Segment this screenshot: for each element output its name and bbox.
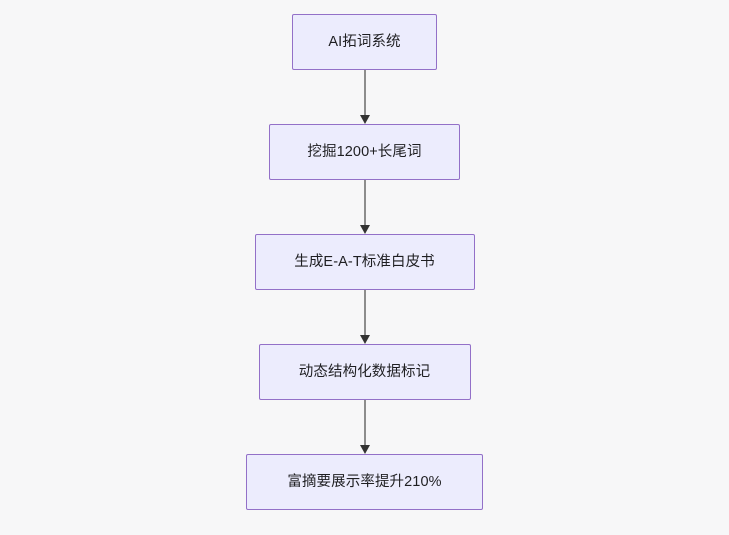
flow-node-rich-snippet-rate-increase[interactable]: 富摘要展示率提升210% — [246, 454, 483, 510]
flowchart-node-column: AI拓词系统 挖掘1200+长尾词 生成E-A-T标准白皮书 动态结构化数据标记 — [0, 14, 729, 510]
edge-line — [363, 400, 366, 446]
flow-node-label: 动态结构化数据标记 — [298, 363, 431, 380]
arrow-down-icon — [359, 115, 370, 124]
flow-node-label: 生成E-A-T标准白皮书 — [294, 253, 435, 270]
flow-node-label: 富摘要展示率提升210% — [287, 473, 442, 490]
flow-node-label: 挖掘1200+长尾词 — [307, 143, 422, 160]
edge-line — [363, 180, 366, 226]
flow-edge-n2-n3 — [359, 180, 370, 234]
flow-edge-n4-n5 — [359, 400, 370, 454]
flow-node-ai-keyword-system[interactable]: AI拓词系统 — [292, 14, 437, 70]
flow-node-mine-longtail-keywords[interactable]: 挖掘1200+长尾词 — [269, 124, 460, 180]
flow-node-generate-eat-whitepaper[interactable]: 生成E-A-T标准白皮书 — [254, 234, 475, 290]
edge-line — [363, 290, 366, 336]
arrow-down-icon — [359, 445, 370, 454]
flow-edge-n3-n4 — [359, 290, 370, 344]
flow-node-label: AI拓词系统 — [328, 33, 401, 50]
flow-edge-n1-n2 — [359, 70, 370, 124]
arrow-down-icon — [359, 335, 370, 344]
flow-node-dynamic-structured-data-markup[interactable]: 动态结构化数据标记 — [258, 344, 471, 400]
arrow-down-icon — [359, 225, 370, 234]
edge-line — [363, 70, 366, 116]
